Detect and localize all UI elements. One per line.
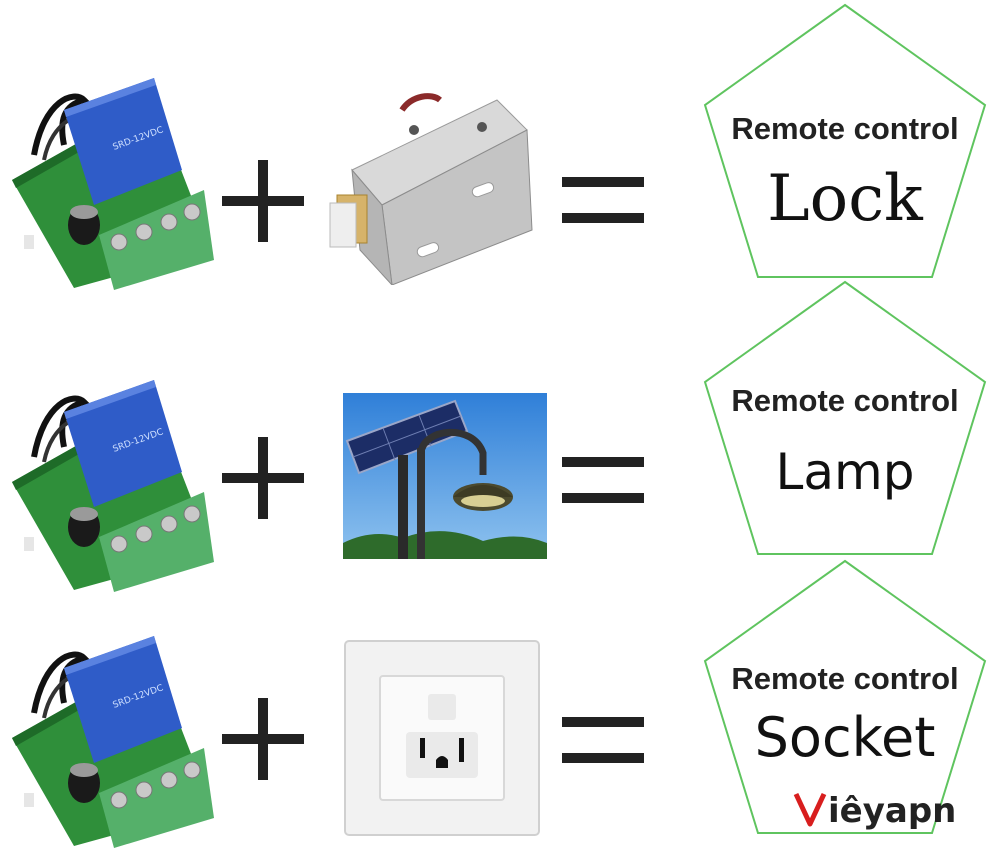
pentagon-title: Remote control bbox=[731, 661, 959, 696]
pentagon-outline bbox=[703, 3, 987, 278]
wall-socket-image bbox=[344, 640, 540, 836]
row-lamp: SRD-12VDC bbox=[0, 280, 1000, 592]
watermark-logo: iêyapn bbox=[793, 791, 956, 830]
relay-module-image: SRD-12VDC bbox=[12, 78, 214, 290]
equals-sign-icon bbox=[562, 177, 644, 223]
result-pentagon: Remote control Lamp bbox=[700, 279, 990, 569]
result-pentagon: Remote control Lock bbox=[700, 2, 990, 292]
pentagon-title: Remote control bbox=[731, 111, 959, 146]
equals-sign-icon bbox=[562, 457, 644, 503]
solar-street-lamp-image bbox=[343, 393, 547, 559]
watermark-text: iêyapn bbox=[828, 791, 956, 830]
relay-module-image: SRD-12VDC bbox=[12, 380, 214, 592]
row-socket: SRD-12VDC Remote control Socket bbox=[0, 559, 1000, 848]
equals-sign-icon bbox=[562, 717, 644, 763]
plus-sign-icon bbox=[222, 160, 304, 242]
pentagon-outline bbox=[703, 559, 987, 834]
relay-module-image: SRD-12VDC bbox=[12, 636, 214, 848]
electric-lock-image bbox=[329, 93, 533, 285]
pentagon-outline bbox=[703, 280, 987, 555]
result-pentagon: Remote control Socket bbox=[700, 558, 990, 848]
row-lock: SRD-12VDC Remote control Lock bbox=[0, 0, 1000, 290]
pentagon-title: Remote control bbox=[731, 383, 959, 418]
pentagon-label: Socket bbox=[754, 706, 936, 769]
plus-sign-icon bbox=[222, 698, 304, 780]
pentagon-label: Lamp bbox=[775, 443, 915, 501]
pentagon-label: Lock bbox=[767, 162, 923, 236]
plus-sign-icon bbox=[222, 437, 304, 519]
